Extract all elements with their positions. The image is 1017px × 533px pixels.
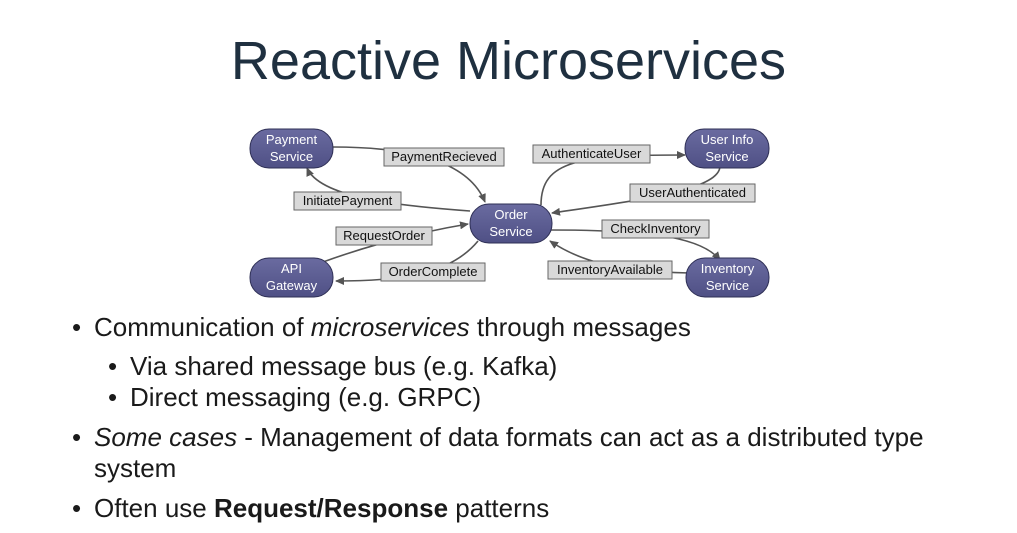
node-label: Inventory: [701, 261, 755, 276]
message-order-complete: OrderComplete: [380, 262, 486, 282]
bullet-request-response: Often use Request/Response patterns: [72, 493, 972, 524]
message-label: InitiatePayment: [303, 193, 393, 208]
bullet-group-request-response: Often use Request/Response patterns: [72, 493, 972, 524]
node-label: Payment: [266, 132, 318, 147]
node-label: Gateway: [266, 278, 318, 293]
node-label: API: [281, 261, 302, 276]
message-check-inventory: CheckInventory: [601, 219, 710, 239]
message-label: OrderComplete: [389, 264, 478, 279]
node-label: Order: [494, 207, 528, 222]
slide-title: Reactive Microservices: [230, 31, 787, 91]
message-label: AuthenticateUser: [542, 146, 642, 161]
node-label: User Info: [701, 132, 754, 147]
message-label: CheckInventory: [610, 221, 701, 236]
bullet-direct-messaging: Direct messaging (e.g. GRPC): [108, 382, 972, 413]
message-request-order: RequestOrder: [335, 226, 433, 246]
node-inventory-service: Inventory Service: [685, 257, 770, 298]
node-api-gateway: API Gateway: [249, 257, 334, 298]
node-label: Service: [489, 224, 532, 239]
node-label: Service: [706, 278, 749, 293]
node-order-service: Order Service: [469, 203, 553, 244]
node-label: Service: [705, 149, 748, 164]
message-label: PaymentRecieved: [391, 149, 497, 164]
message-initiate-payment: InitiatePayment: [293, 191, 402, 211]
node-label: Service: [270, 149, 313, 164]
bullet-group-communication: Communication of microservices through m…: [72, 312, 972, 413]
bullet-list: Communication of microservices through m…: [72, 312, 972, 533]
message-inventory-available: InventoryAvailable: [547, 260, 673, 280]
message-label: RequestOrder: [343, 228, 425, 243]
bullet-shared-bus: Via shared message bus (e.g. Kafka): [108, 351, 972, 382]
node-user-info-service: User Info Service: [684, 128, 770, 169]
message-authenticate-user: AuthenticateUser: [532, 144, 651, 164]
bullet-some-cases: Some cases - Management of data formats …: [72, 422, 972, 484]
message-payment-received: PaymentRecieved: [383, 147, 505, 167]
node-payment-service: Payment Service: [249, 128, 334, 169]
bullet-group-some-cases: Some cases - Management of data formats …: [72, 422, 972, 484]
message-label: InventoryAvailable: [557, 262, 663, 277]
message-user-authenticated: UserAuthenticated: [629, 183, 756, 203]
bullet-communication: Communication of microservices through m…: [72, 312, 972, 343]
message-label: UserAuthenticated: [639, 185, 746, 200]
